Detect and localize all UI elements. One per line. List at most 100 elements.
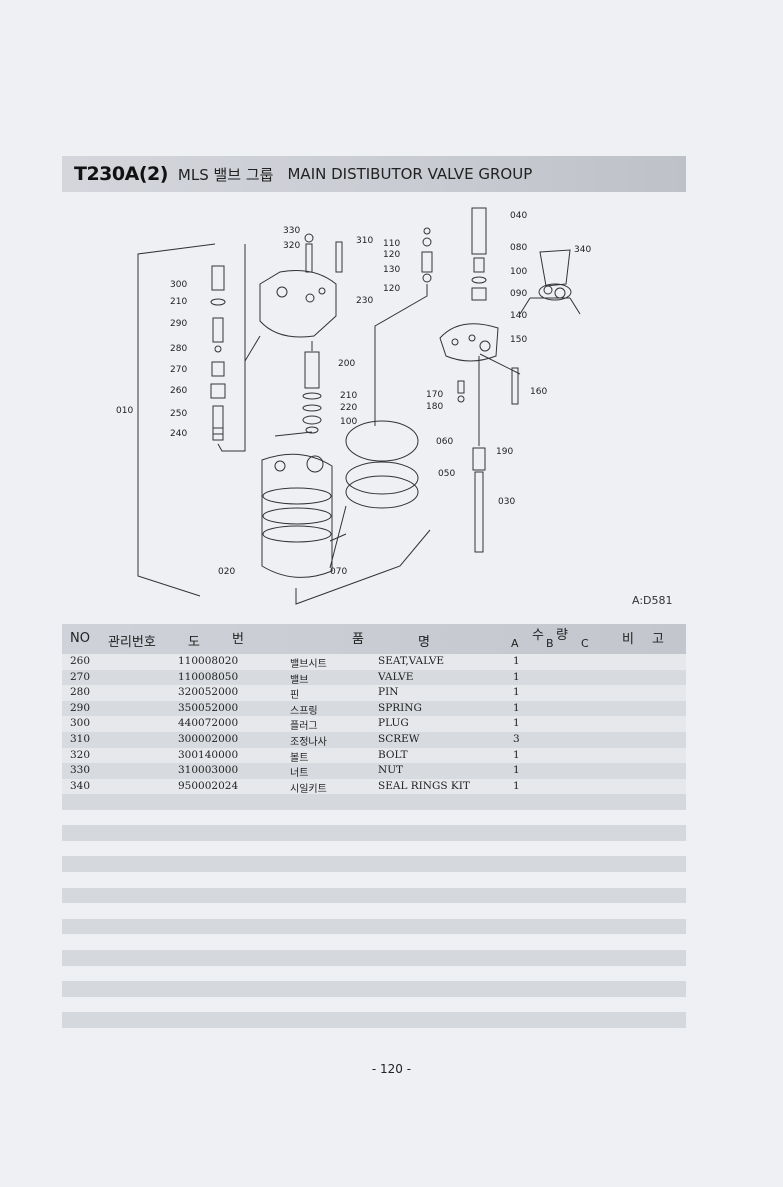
header-remark-1: 비 [622,632,634,647]
callout-130: 130 [383,265,400,275]
spring-190-shape [472,447,486,471]
row-no: 270 [70,670,91,683]
row-no: 300 [70,717,91,730]
callout-200: 200 [338,359,355,369]
header-qty-b: B [546,637,554,650]
row-part-number: 950002024 [178,779,239,792]
row-qty: 1 [513,764,520,777]
valve-270-shape [211,361,225,377]
callout-020: 020 [218,567,235,577]
row-part-number: 440072000 [178,717,239,730]
empty-row [62,887,686,904]
exploded-diagram: 010 020 030 040 050 060 070 080 090 100 … [100,196,680,616]
callout-330: 330 [283,226,300,236]
row-name-ko: 너트 [290,768,309,780]
callout-110: 110 [383,239,400,249]
ring-050a-shape [345,461,419,495]
table-row: 340 950002024 시일키트 SEAL RINGS KIT 1 [62,778,686,795]
header-qty-a: A [511,637,519,650]
row-name-en: SEAL RINGS KIT [378,779,470,792]
header-drawing-2: 번 [232,632,244,647]
ring-050b-shape [345,475,419,509]
header-qty-c: C [581,637,589,650]
row-no: 280 [70,686,91,699]
callout-100b: 100 [340,417,357,427]
row-qty: 1 [513,717,520,730]
callout-270: 270 [170,365,187,375]
callout-010: 010 [116,406,133,416]
header-name-2: 명 [418,635,430,650]
callout-030: 030 [498,497,515,507]
row-name-en: PIN [378,686,399,699]
callout-310: 310 [356,236,373,246]
callout-080: 080 [510,243,527,253]
row-name-ko: 핀 [290,690,300,702]
row-part-number: 300002000 [178,732,239,745]
title-bar: T230A(2) MLS 밸브 그룹 MAIN DISTIBUTOR VALVE… [62,156,686,192]
callout-150: 150 [510,335,527,345]
header-name-1: 품 [352,632,364,647]
row-qty: 3 [513,732,520,745]
table-row: 260 110008020 밸브시트 SEAT,VALVE 1 [62,654,686,670]
table-row: 290 350052000 스프링 SPRING 1 [62,700,686,717]
callout-210a: 210 [170,297,187,307]
empty-row [62,1012,686,1028]
table-row: 270 110008050 밸브 VALVE 1 [62,669,686,686]
callout-040: 040 [510,211,527,221]
table-row: 320 300140000 볼트 BOLT 1 [62,747,686,764]
fitting-070-shape [329,533,347,542]
callout-140: 140 [510,311,527,321]
parts-table-body: 260 110008020 밸브시트 SEAT,VALVE 1 270 1100… [62,654,686,795]
table-row: 280 320052000 핀 PIN 1 [62,685,686,701]
ring-060-shape [345,420,419,462]
spring-290-shape [212,317,224,343]
seal-kit-340-shape [539,249,571,287]
english-title: MAIN DISTIBUTOR VALVE GROUP [287,165,533,183]
row-no: 260 [70,655,91,667]
block-230-shape [259,270,337,338]
callout-070: 070 [330,567,347,577]
callout-250: 250 [170,409,187,419]
header-qty-2: 량 [556,628,568,643]
row-name-ko: 밸브 [290,674,309,686]
callout-230: 230 [356,296,373,306]
callout-240: 240 [170,429,187,439]
row-name-ko: 스프링 [290,705,318,717]
row-no: 340 [70,779,91,792]
empty-row [62,918,686,935]
screw-310-shape [335,241,343,273]
row-part-number: 300140000 [178,748,239,761]
row-name-en: PLUG [378,717,409,730]
callout-120a: 120 [383,250,400,260]
row-no: 330 [70,764,91,777]
row-no: 320 [70,748,91,761]
callout-160: 160 [530,387,547,397]
ring-210-shape [210,298,226,306]
empty-row [62,825,686,841]
row-qty: 1 [513,670,520,683]
table-row: 330 310003000 너트 NUT 1 [62,763,686,779]
nut-330-shape [304,233,314,243]
callout-060: 060 [436,437,453,447]
header-remark-2: 고 [652,632,664,647]
empty-row [62,856,686,872]
callout-090: 090 [510,289,527,299]
callout-100a: 100 [510,267,527,277]
callout-290: 290 [170,319,187,329]
row-part-number: 110008050 [178,670,239,683]
callout-340: 340 [574,245,591,255]
row-qty: 1 [513,701,520,714]
row-name-ko: 시일키트 [290,783,327,795]
bracket-010 [137,243,216,597]
row-no: 310 [70,732,91,745]
pin-280-shape [214,345,222,353]
row-name-en: VALVE [378,670,414,683]
row-part-number: 310003000 [178,764,239,777]
row-name-ko: 밸브시트 [290,659,327,670]
row-qty: 1 [513,686,520,699]
table-header: NO 관리번호 도 번 품 명 수 량 A B C 비 고 [62,624,686,654]
group-code: T230A(2) [74,163,168,185]
row-name-ko: 플러그 [290,721,318,733]
row-no: 290 [70,701,91,714]
